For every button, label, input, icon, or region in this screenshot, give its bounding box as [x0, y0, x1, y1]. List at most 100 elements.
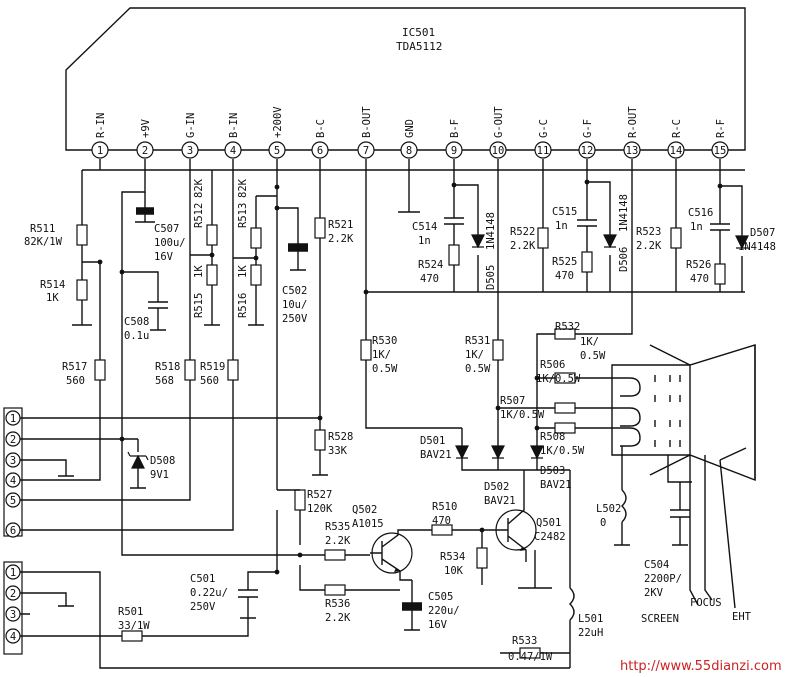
connector-a-pin-label: 6 [10, 525, 16, 537]
label-d503v: BAV21 [540, 479, 572, 491]
resistor-r530 [360, 339, 372, 361]
label-r517v: 560 [66, 375, 85, 387]
pin-circle-15 [711, 141, 729, 159]
node-dot [253, 255, 259, 261]
wire-q502-base [299, 510, 400, 591]
wire-d506 [587, 181, 611, 292]
connector-a-pin [5, 472, 21, 488]
wire-d505 [454, 184, 479, 292]
label-r513: R513 [237, 203, 249, 228]
pin-number-4: 4 [230, 145, 236, 157]
resistor-r524 [448, 244, 460, 266]
label-r524v: 470 [420, 273, 439, 285]
label-c505v2: 16V [428, 619, 448, 631]
resistor-r512 [206, 224, 218, 246]
resistor-r510 [431, 524, 453, 536]
label-c515: C515 [552, 206, 577, 218]
label-r531: R531 [465, 335, 490, 347]
resistor-r527 [294, 489, 306, 511]
pin-name-4: B-IN [228, 113, 240, 138]
label-r532v2: 0.5W [580, 350, 606, 362]
label-l502v: 0 [600, 517, 606, 529]
connector-a [3, 407, 23, 537]
connector-b [3, 561, 23, 655]
resistor-r511 [76, 224, 88, 246]
label-r514v: 1K [46, 292, 59, 304]
label-r506v: 1K/0.5W [536, 373, 581, 385]
wire-bc [312, 159, 328, 476]
pin-name-7: B-OUT [361, 106, 373, 138]
wire-bout [365, 159, 745, 429]
node-dot [97, 259, 103, 265]
node-dot [584, 179, 590, 185]
connector-a-pin-label: 3 [10, 455, 16, 467]
diode-d501 [455, 445, 469, 460]
label-r501v: 33/1W [118, 620, 150, 632]
pin-circle-13 [623, 141, 641, 159]
label-c507v2: 16V [154, 251, 174, 263]
label-c508: C508 [124, 316, 149, 328]
pin-number-14: 14 [670, 145, 683, 157]
label-r517: R517 [62, 361, 87, 373]
connector-a-pin-label: 4 [10, 475, 16, 487]
label-r525v: 470 [555, 270, 574, 282]
ic-part: TDA5112 [396, 40, 442, 53]
pin-circle-1 [91, 141, 109, 159]
resistor-r536 [324, 584, 346, 596]
wire-top-bus [82, 159, 745, 171]
label-r512v: 82K [193, 178, 205, 198]
diode-d507 [735, 235, 749, 250]
pin-circle-12 [578, 141, 596, 159]
watermark: http://www.55dianzi.com [620, 659, 782, 674]
label-r531v2: 0.5W [465, 363, 491, 375]
label-r536v: 2.2K [325, 612, 351, 624]
label-r534v: 10K [444, 565, 464, 577]
ic-ref: IC501 [402, 26, 435, 39]
label-r535: R535 [325, 521, 350, 533]
connector-a-pin [5, 492, 21, 508]
node-dot [451, 182, 457, 188]
label-c514: C514 [412, 221, 437, 233]
label-d505v: 1N4148 [485, 212, 497, 250]
pin-circle-5 [268, 141, 286, 159]
q501-arrow [520, 547, 526, 551]
label-r512: R512 [193, 203, 205, 228]
node-dot [479, 527, 485, 533]
pin-circle-3 [181, 141, 199, 159]
wire-rout [536, 159, 633, 428]
wire-gf [577, 159, 597, 292]
label-c504v: 2200P/ [644, 573, 682, 585]
label-r532v: 1K/ [580, 336, 599, 348]
diode-d505 [471, 234, 485, 249]
pin-name-11: G-C [538, 119, 550, 138]
resistor-r507 [554, 402, 576, 414]
resistor-r515 [206, 264, 218, 286]
pin-number-3: 3 [187, 145, 193, 157]
q502-leads [370, 529, 430, 581]
label-l501: L501 [578, 613, 603, 625]
label-c505: C505 [428, 591, 453, 603]
wire-d507 [720, 185, 743, 292]
label-screen: SCREEN [641, 613, 679, 625]
cap-c502 [277, 207, 308, 271]
wire-9v [121, 159, 300, 556]
label-r513v: 82K [237, 178, 249, 198]
resistor-r513 [250, 227, 262, 249]
pin-number-12: 12 [581, 145, 594, 157]
label-r507v: 1K/0.5W [500, 409, 545, 421]
connector-b-pin-label: 3 [10, 609, 16, 621]
connector-a-pin [5, 410, 21, 426]
cap-c501 [238, 545, 278, 619]
crt-outline [649, 344, 756, 480]
label-r511v: 82K/1W [24, 236, 63, 248]
wire-pin1-r517 [20, 261, 101, 481]
label-r524: R524 [418, 259, 443, 271]
label-r519: R519 [200, 361, 225, 373]
pin-name-13: R-OUT [627, 106, 639, 138]
label-r516v: 1K [237, 265, 249, 278]
wire-r511-chain [72, 170, 92, 326]
